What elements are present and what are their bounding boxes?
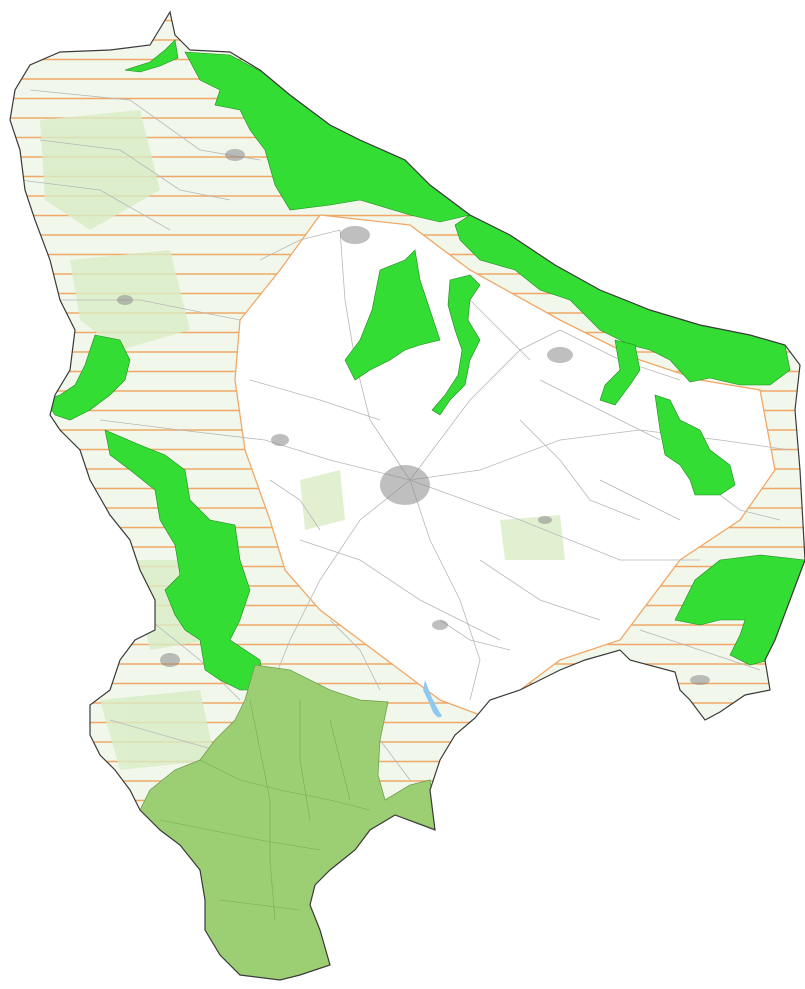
bright-green-protected-areas <box>44 39 805 691</box>
lake <box>423 680 442 718</box>
settlements <box>117 149 710 899</box>
road-network <box>19 89 791 941</box>
